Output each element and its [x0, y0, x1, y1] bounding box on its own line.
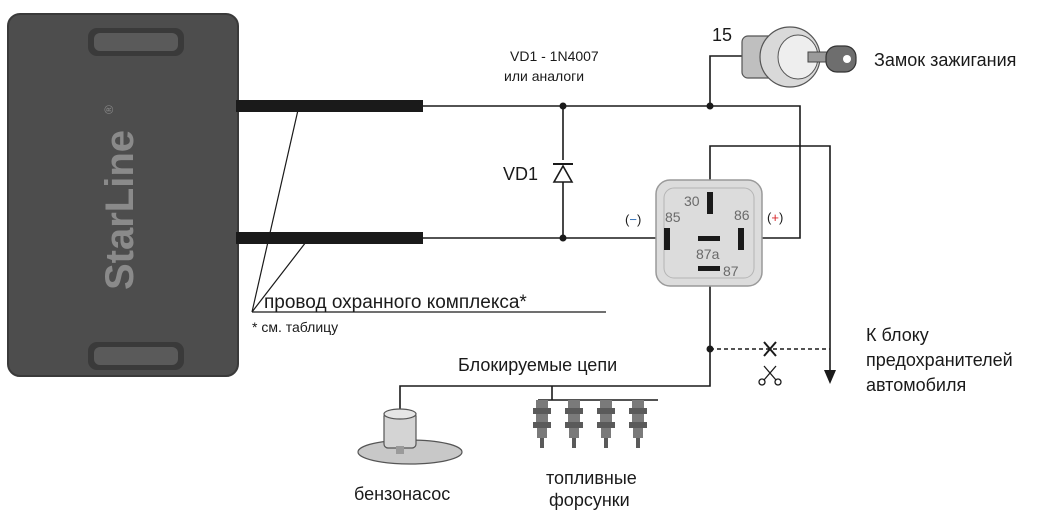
pump-top — [383, 408, 417, 420]
fuel-pump-icon — [357, 408, 463, 465]
wire-label-note: * см. таблицу — [252, 319, 338, 335]
starline-unit: StarLine ® — [7, 13, 239, 377]
unit-mount-bottom-inner — [94, 347, 178, 365]
diode-triangle — [552, 164, 574, 183]
junction-dot — [559, 234, 567, 242]
ignition-lock-icon — [741, 26, 857, 88]
junctions — [559, 102, 714, 353]
pin-86 — [738, 228, 744, 250]
wire-positive — [423, 105, 801, 239]
unit-body — [7, 13, 239, 377]
junction-dot — [559, 102, 567, 110]
junction-dot — [706, 345, 714, 353]
cable-upper — [236, 100, 423, 112]
pin-30-label: 30 — [684, 193, 700, 209]
cable-bundle — [236, 100, 423, 244]
ignition-terminal: 15 — [712, 25, 732, 45]
wire-ignition — [709, 55, 742, 106]
fuse-block-line1: К блоку — [866, 325, 929, 345]
pin-85 — [664, 228, 670, 250]
relay: 30 85 86 87a 87 — [655, 179, 763, 287]
scissors-icon — [758, 365, 782, 386]
pin-87a — [698, 236, 720, 241]
diode-spec-line1: VD1 - 1N4007 — [510, 48, 599, 64]
key-head — [825, 45, 857, 73]
cable-lower — [236, 232, 423, 244]
pump-outlet — [396, 446, 404, 454]
wire-blocked — [399, 268, 711, 412]
fuse-block-line3: автомобиля — [866, 375, 966, 395]
pin-87a-label: 87a — [696, 246, 720, 262]
ignition-label: Замок зажигания — [874, 50, 1016, 70]
fuse-arrow-icon — [824, 370, 836, 384]
injectors-label-line1: топливные — [546, 468, 637, 488]
pin-86-label: 86 — [734, 207, 750, 223]
injectors-label-line2: форсунки — [549, 490, 630, 510]
unit-mount-top-inner — [94, 33, 178, 51]
pin-85-label: 85 — [665, 209, 681, 225]
diode-symbol — [552, 163, 574, 183]
minus-label: (−) — [625, 212, 641, 227]
wires — [251, 55, 831, 412]
fuel-pump-label: бензонасос — [354, 484, 450, 504]
fuse-block-line2: предохранителей — [866, 350, 1013, 370]
scissors-blades — [763, 365, 777, 381]
diode-spec-line2: или аналоги — [504, 68, 584, 84]
blocked-circuits-title: Блокируемые цепи — [458, 355, 617, 375]
diode-label: VD1 — [503, 164, 538, 184]
plus-label: (+) — [767, 210, 783, 225]
pin-87 — [698, 266, 720, 271]
key-hole — [843, 55, 851, 63]
registered-mark: ® — [102, 105, 116, 114]
injectors — [533, 400, 647, 448]
pin-87-label: 87 — [723, 263, 739, 279]
injector-icon — [533, 400, 551, 448]
relay-body — [655, 179, 763, 287]
injector-icon — [597, 400, 615, 448]
cut-x-icon — [763, 341, 777, 357]
injector-icon — [565, 400, 583, 448]
pin-30 — [707, 192, 713, 214]
scissors-handle — [774, 378, 782, 386]
brand-logo: StarLine — [98, 130, 142, 290]
injector-icon — [629, 400, 647, 448]
scissors-handle — [758, 378, 766, 386]
junction-dot — [706, 102, 714, 110]
wire-label: провод охранного комплекса* — [264, 292, 527, 313]
wire-tag-lines — [251, 109, 606, 313]
cross-mark — [763, 341, 777, 357]
